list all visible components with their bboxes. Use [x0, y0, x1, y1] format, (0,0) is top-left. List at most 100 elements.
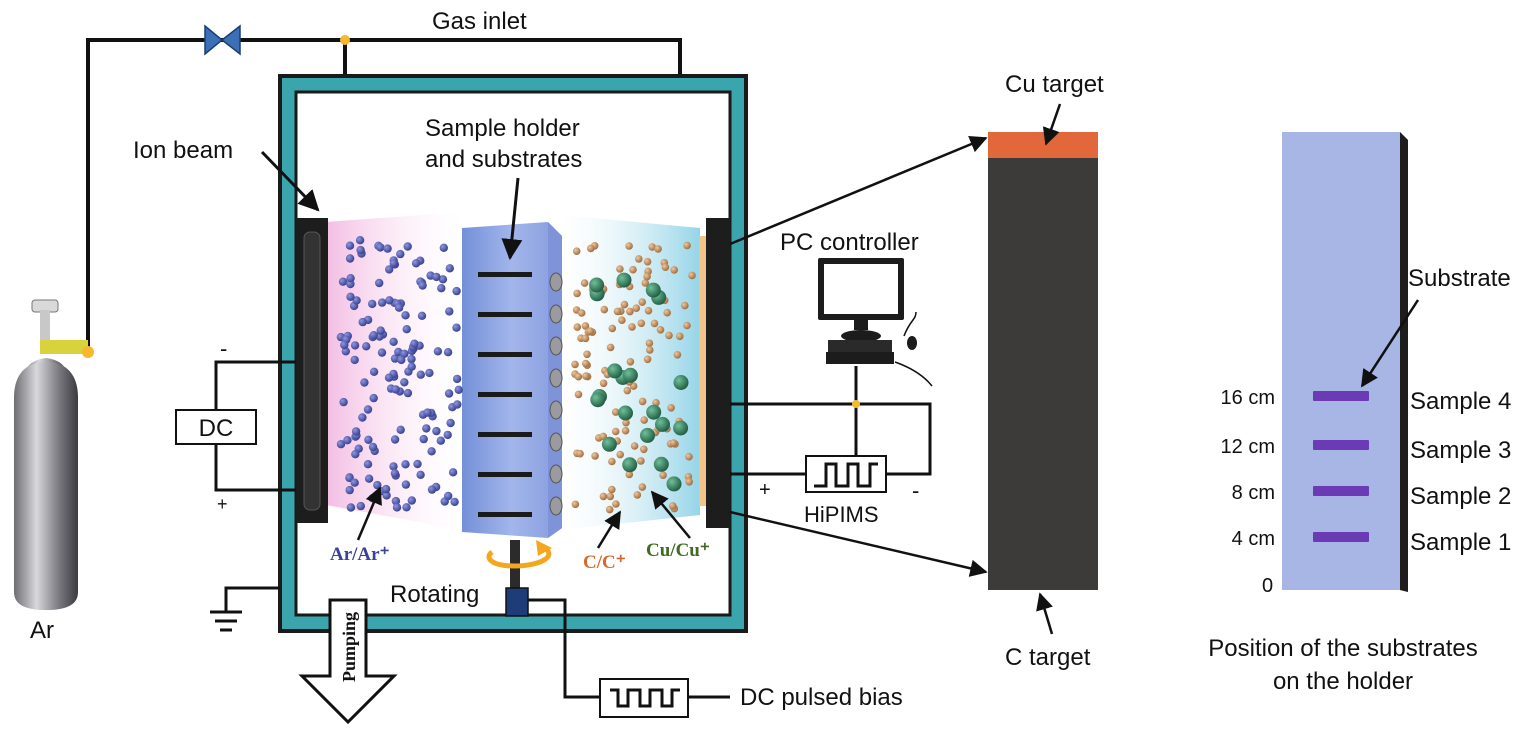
c-particle: [656, 326, 665, 334]
substrate-pointer: [1360, 299, 1420, 388]
ar-particle: [356, 501, 365, 511]
c-particle: [581, 322, 590, 330]
position-strip: [1313, 440, 1369, 450]
c-particle: [616, 450, 624, 459]
ar-particle: [394, 303, 404, 312]
position-strip: [1313, 486, 1369, 496]
ar-particle: [416, 370, 425, 379]
ar-particle: [396, 425, 405, 434]
c-particle: [643, 272, 651, 281]
ar-pointer: [356, 486, 382, 541]
ar-particle: [369, 393, 378, 403]
sample-holder: [462, 222, 562, 538]
c-particle: [685, 452, 693, 461]
c-particle: [622, 418, 630, 427]
c-particle: [640, 445, 648, 454]
cu-particles: [589, 272, 689, 492]
c-particle: [669, 439, 678, 447]
c-particle: [628, 323, 636, 331]
c-particle: [583, 350, 591, 359]
rotation-arrowhead-icon: [536, 540, 552, 556]
holder-strip: [478, 432, 532, 437]
pumping-label: Pumping: [339, 612, 359, 682]
ar-particle: [364, 474, 374, 483]
dc-power-box: [175, 409, 257, 445]
ar-particle: [383, 244, 392, 253]
holder-knob: [549, 400, 563, 420]
c-target-label: C target: [1005, 644, 1091, 671]
ar-particle: [396, 249, 405, 259]
c-particle: [574, 372, 583, 381]
ar-particle: [407, 354, 416, 364]
c-particle: [632, 304, 641, 313]
ar-particle: [356, 245, 365, 255]
c-target-zoom-line: [729, 510, 988, 577]
holder-strip: [478, 392, 532, 397]
c-target-pointer: [1036, 592, 1054, 635]
ar-particle: [389, 462, 398, 471]
c-particle: [605, 505, 614, 514]
ar-particle: [401, 480, 411, 489]
holder-strip: [478, 352, 532, 357]
holder-origin-label: 0: [1262, 575, 1273, 597]
c-particle: [637, 457, 645, 465]
ar-particle: [346, 292, 355, 301]
ar-particle: [338, 277, 348, 286]
c-particle: [669, 502, 677, 510]
cu-particle: [589, 277, 605, 293]
hipims-pulse-icon: [814, 462, 878, 488]
ar-particle: [373, 480, 382, 490]
ar-particle: [363, 405, 373, 414]
cu-particle: [622, 457, 638, 473]
c-particle: [683, 321, 691, 330]
ar-particle: [336, 440, 346, 449]
hipims-circuit-wires: [730, 366, 932, 476]
ar-particle: [358, 317, 367, 327]
ar-particle: [364, 435, 373, 444]
ar-particle: [345, 485, 354, 495]
c-particle: [612, 500, 620, 508]
ar-particle: [443, 430, 452, 440]
ar-particle: [339, 397, 348, 407]
bias-pulse-icon: [610, 688, 680, 708]
ar-particle: [402, 503, 411, 512]
c-particle: [586, 327, 595, 336]
c-particle: [645, 339, 654, 348]
holder-substrate-strips: [478, 272, 532, 517]
ar-cylinder-label: Ar: [30, 617, 54, 644]
ar-particle: [418, 281, 427, 290]
c-particle: [665, 331, 673, 340]
pc-controller-label: PC controller: [780, 229, 919, 256]
c-particle: [582, 359, 590, 368]
ar-particle: [392, 503, 402, 512]
ar-particle: [345, 254, 355, 263]
c-particle: [646, 346, 654, 354]
c-particle: [620, 300, 629, 309]
c-particle: [611, 427, 620, 436]
ar-particle: [368, 442, 378, 452]
dc-pulsed-bias-label: DC pulsed bias: [740, 684, 903, 711]
c-particle: [571, 500, 580, 509]
position-caption-line2: on the holder: [1273, 668, 1413, 695]
ar-particle: [350, 355, 359, 365]
c-particle: [591, 452, 599, 460]
c-pointer: [596, 510, 622, 549]
ar-particle: [448, 468, 458, 477]
pc-mouse-icon: [894, 311, 933, 387]
c-particle: [638, 397, 647, 406]
c-particle: [630, 442, 639, 450]
ar-particle: [390, 469, 400, 478]
ar-particle: [427, 447, 436, 456]
position-sample-label: Sample 2: [1410, 483, 1511, 510]
ar-particle: [369, 367, 379, 376]
c-particle: [587, 244, 595, 253]
c-particle: [688, 271, 696, 280]
ar-particle: [411, 259, 421, 268]
c-particle: [599, 379, 608, 388]
cu-target-zoom-line: [729, 135, 988, 246]
ar-particle: [340, 340, 349, 350]
c-particle: [638, 483, 647, 491]
ar-particle: [422, 424, 431, 433]
c-particle: [635, 255, 643, 263]
ar-particle: [376, 326, 385, 335]
